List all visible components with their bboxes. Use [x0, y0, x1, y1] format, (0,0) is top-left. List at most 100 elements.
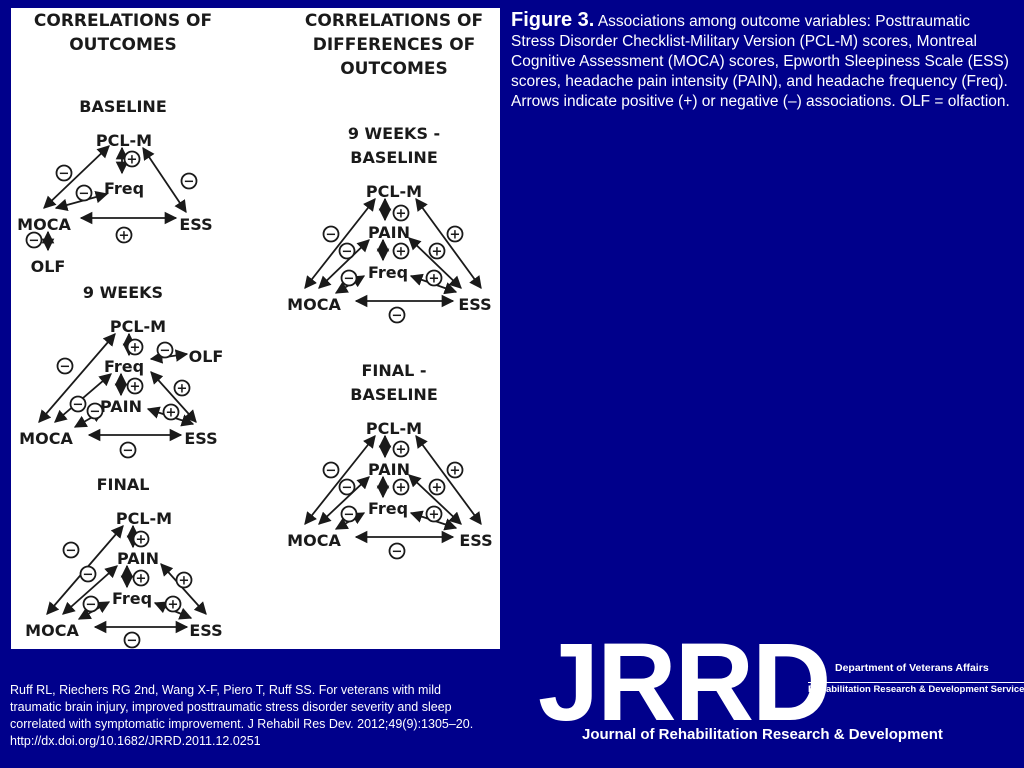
figure-caption: Figure 3. Associations among outcome var… — [511, 10, 1011, 112]
final-link-sign-circle — [164, 595, 182, 613]
baseline-link-sign-circle — [115, 226, 133, 244]
9-weeks-link-sign: + — [130, 341, 141, 356]
baseline-title: BASELINE — [79, 97, 167, 116]
9-weeks-link-sign-circle — [126, 377, 144, 395]
9-weeks-link-sign-circle — [119, 441, 137, 459]
9-weeks-baseline-link-sign-circle — [322, 225, 340, 243]
9-weeks-baseline-link-sign-circle — [338, 242, 356, 260]
9-weeks-baseline-link-sign-circle — [392, 204, 410, 222]
9-weeks-node-olf: OLF — [189, 347, 224, 366]
baseline-link-sign-circle — [75, 184, 93, 202]
final-link-sign-circle — [123, 631, 141, 649]
final-link-sign-circle — [79, 565, 97, 583]
baseline-link-arrow — [43, 145, 110, 209]
final-baseline-link-sign-circle — [322, 461, 340, 479]
final-node-moca: MOCA — [25, 621, 79, 640]
final-baseline-link-sign-circle — [425, 505, 443, 523]
final-node-pcl-m: PCL-M — [116, 509, 172, 528]
col2-header-line: DIFFERENCES OF — [313, 35, 476, 55]
9-weeks-node-ess: ESS — [184, 429, 217, 448]
final-title: FINAL — [97, 475, 150, 494]
final-node-freq: Freq — [112, 589, 152, 608]
baseline-link-sign: − — [184, 175, 195, 190]
9-weeks-baseline-link-sign-circle — [388, 306, 406, 324]
final-link-sign-circle — [132, 530, 150, 548]
9-weeks-link-sign-circle — [173, 379, 191, 397]
9-weeks-link-sign: + — [130, 380, 141, 395]
col1-header-line: CORRELATIONS OF — [34, 11, 212, 31]
final-node-ess: ESS — [189, 621, 222, 640]
9-weeks-baseline-link-sign-circle — [428, 242, 446, 260]
9-weeks-link-sign: + — [166, 406, 177, 421]
9-weeks-baseline-link-sign-circle — [340, 269, 358, 287]
9-weeks-node-freq: Freq — [104, 357, 144, 376]
baseline-link-sign-circle — [55, 164, 73, 182]
baseline-link-arrow — [142, 146, 187, 214]
9-weeks-link-sign-circle — [156, 341, 174, 359]
final-link-sign: − — [127, 634, 138, 649]
final-baseline-link-sign-circle — [446, 461, 464, 479]
final-link-sign-circle — [175, 571, 193, 589]
baseline-link-sign: − — [79, 187, 90, 202]
9-weeks-baseline-node-pain: PAIN — [368, 223, 410, 242]
final-baseline-link-sign: − — [392, 545, 403, 560]
9-weeks-link-sign: − — [60, 360, 71, 375]
final-link-sign: + — [168, 598, 179, 613]
final-link-sign: + — [136, 572, 147, 587]
9-weeks-baseline-link-sign: + — [396, 207, 407, 222]
final-link-sign: + — [136, 533, 147, 548]
rrd-service: Rehabilitation Research & Development Se… — [808, 684, 1024, 695]
9-weeks-node-pcl-m: PCL-M — [110, 317, 166, 336]
doi-link[interactable]: http://dx.doi.org/10.1682/JRRD.2011.12.0… — [10, 734, 261, 748]
final-link-sign: − — [83, 568, 94, 583]
9-weeks-baseline-link-sign-circle — [425, 269, 443, 287]
final-baseline-title: BASELINE — [350, 385, 438, 404]
final-baseline-link-sign: + — [396, 481, 407, 496]
final-baseline-link-sign-circle — [392, 478, 410, 496]
final-baseline-link-sign: + — [429, 508, 440, 523]
9-weeks-baseline-node-moca: MOCA — [287, 295, 341, 314]
citation-text: Ruff RL, Riechers RG 2nd, Wang X-F, Pier… — [10, 683, 474, 731]
final-link-sign-circle — [82, 595, 100, 613]
final-node-pain: PAIN — [117, 549, 159, 568]
final-link-arrow — [160, 563, 207, 615]
9-weeks-link-sign: − — [160, 344, 171, 359]
final-baseline-link-sign-circle — [388, 542, 406, 560]
9-weeks-baseline-link-sign: + — [429, 272, 440, 287]
jrrd-wordmark: JRRD — [538, 621, 831, 744]
col1-header-line: OUTCOMES — [69, 35, 177, 55]
final-baseline-node-moca: MOCA — [287, 531, 341, 550]
col2-header-line: OUTCOMES — [340, 59, 448, 79]
9-weeks-node-moca: MOCA — [19, 429, 73, 448]
final-baseline-link-arrow — [318, 476, 370, 525]
9-weeks-link-sign-circle — [86, 402, 104, 420]
9-weeks-title: 9 WEEKS — [83, 283, 163, 302]
final-baseline-title: FINAL - — [361, 361, 426, 380]
9-weeks-link-sign-circle — [56, 357, 74, 375]
9-weeks-baseline-link-sign: − — [344, 272, 355, 287]
final-link-sign: − — [66, 544, 77, 559]
9-weeks-baseline-title: BASELINE — [350, 148, 438, 167]
logo-divider — [808, 682, 1024, 683]
va-department: Department of Veterans Affairs — [835, 662, 989, 674]
baseline-node-freq: Freq — [104, 179, 144, 198]
final-link-sign: − — [86, 598, 97, 613]
9-weeks-baseline-link-sign: − — [392, 309, 403, 324]
final-baseline-node-pcl-m: PCL-M — [366, 419, 422, 438]
final-baseline-link-sign: + — [450, 464, 461, 479]
final-baseline-link-sign-circle — [392, 440, 410, 458]
9-weeks-link-sign-circle — [126, 338, 144, 356]
final-baseline-link-arrow — [415, 434, 482, 526]
9-weeks-baseline-link-sign: + — [432, 245, 443, 260]
baseline-link-sign: + — [127, 153, 138, 168]
9-weeks-baseline-link-sign-circle — [392, 242, 410, 260]
9-weeks-node-pain: PAIN — [100, 397, 142, 416]
9-weeks-baseline-link-sign: − — [326, 228, 337, 243]
final-baseline-link-sign-circle — [428, 478, 446, 496]
final-baseline-node-freq: Freq — [368, 499, 408, 518]
9-weeks-link-sign: − — [90, 405, 101, 420]
9-weeks-baseline-link-sign: − — [342, 245, 353, 260]
final-baseline-node-pain: PAIN — [368, 460, 410, 479]
journal-name: Journal of Rehabilitation Research & Dev… — [582, 726, 943, 743]
